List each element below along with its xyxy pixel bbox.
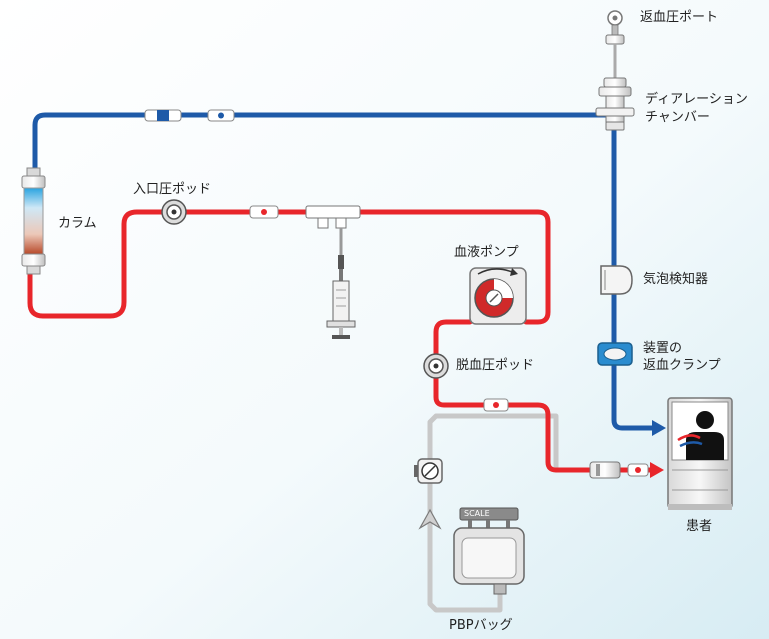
label-return-clamp-line1: 装置の [643, 341, 683, 356]
pbp-flow-arrow [418, 508, 442, 530]
venous-connector-2 [207, 109, 235, 122]
label-return-clamp-line2: 返血クランプ [643, 358, 721, 373]
arterial-line-to-patient [433, 375, 593, 473]
label-pbp-bag: PBPバッグ [449, 618, 513, 633]
arterial-connector-1 [249, 205, 279, 219]
venous-line [32, 112, 655, 431]
syringe [326, 269, 356, 339]
label-patient: 患者 [686, 519, 713, 534]
arterial-line-pump-to-pod [433, 319, 473, 356]
label-air-detector: 気泡検知器 [643, 272, 709, 287]
venous-line-top [32, 112, 613, 181]
column [21, 167, 46, 275]
arterial-line-to-column [27, 209, 165, 319]
pbp-line [427, 413, 601, 613]
label-inlet-pressure-pod: 入口圧ポッド [133, 182, 212, 197]
pbp-valve [414, 458, 443, 484]
return-clamp [597, 342, 633, 366]
blood-pump [469, 267, 527, 325]
label-drip-chamber-line2: チャンバー [645, 110, 710, 125]
venous-line-return [611, 125, 655, 431]
label-return-pressure-port: 返血圧ポート [640, 10, 719, 25]
t-piece-connector [305, 205, 361, 269]
arterial-line-pod-to-pump [183, 209, 551, 325]
label-drip-chamber-line1: ディアレーション [645, 92, 748, 107]
label-column: カラム [58, 216, 97, 231]
deaeration-pressure-pod [423, 353, 449, 379]
label-scale: SCALE [464, 509, 490, 518]
arterial-line-end-arrow [650, 462, 664, 478]
air-detector [600, 265, 633, 295]
pbp-line-path [427, 413, 601, 613]
venous-connector-1 [144, 109, 182, 122]
drip-chamber [595, 77, 635, 131]
label-deaeration-pressure-pod: 脱血圧ポッド [456, 358, 535, 373]
patient-icon [667, 397, 733, 510]
arterial-connector-2 [483, 398, 509, 412]
patient-line-connector [589, 461, 649, 479]
inlet-pressure-pod [161, 199, 187, 225]
venous-return-arrowhead [652, 420, 666, 436]
label-blood-pump: 血液ポンプ [454, 245, 519, 260]
pbp-bag [453, 507, 525, 595]
return-pressure-port [605, 10, 625, 78]
